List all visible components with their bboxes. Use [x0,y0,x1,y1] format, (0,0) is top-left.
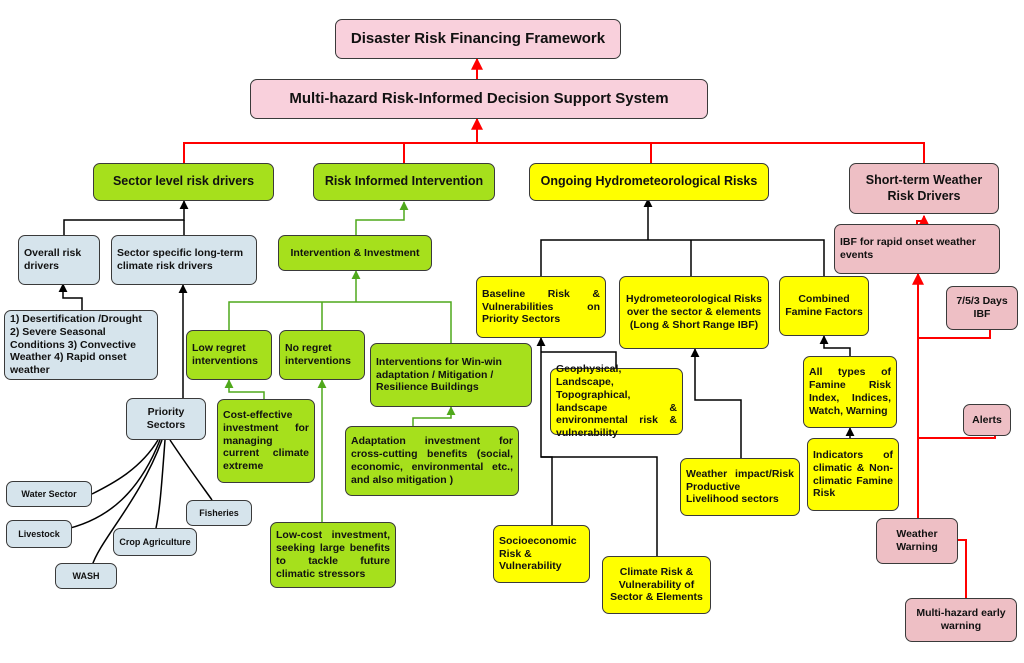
arrow-to-risk-informed [355,201,409,235]
node-sector-level-risk-drivers: Sector level risk drivers [93,163,274,201]
node-days-ibf: 7/5/3 Days IBF [946,286,1018,330]
node-drivers-list: 1) Desertification /Drought 2) Severe Se… [4,310,158,380]
arrow-to-low-regret [224,379,265,399]
node-weather-impact: Weather impact/Risk Productive Livelihoo… [680,458,800,516]
arrow-to-hydro [690,348,742,458]
node-alerts: Alerts [963,404,1011,436]
node-disaster-risk-financing: Disaster Risk Financing Framework [335,19,621,59]
node-famine-risk-index: All types of Famine Risk Index, Indices,… [803,356,897,428]
node-multi-hazard-early-warning: Multi-hazard early warning [905,598,1017,642]
node-geophysical-risk: Geophysical, Landscape, Topographical, l… [550,363,683,439]
node-overall-risk-drivers: Overall risk drivers [18,235,100,285]
node-priority-sectors: Priority Sectors [126,398,206,440]
curve-crop [155,439,166,529]
green-connectors [224,201,456,522]
node-risk-informed-intervention: Risk Informed Intervention [313,163,495,201]
curve-wash [91,439,163,567]
node-sector-specific-drivers: Sector specific long-term climate risk d… [111,235,257,285]
node-decision-support-system: Multi-hazard Risk-Informed Decision Supp… [250,79,708,119]
node-combined-famine-factors: Combined Famine Factors [779,276,869,336]
node-short-term-weather-risk-drivers: Short-term Weather Risk Drivers [849,163,999,214]
node-baseline-risk: Baseline Risk & Vulnerabilities on Prior… [476,276,606,338]
node-ongoing-hydrometeorological-risks: Ongoing Hydrometeorological Risks [529,163,769,201]
node-low-regret: Low regret interventions [186,330,272,380]
node-fisheries: Fisheries [186,500,252,526]
node-win-win-interventions: Interventions for Win-win adaptation / M… [370,343,532,407]
node-climate-risk-vulnerability: Climate Risk & Vulnerability of Sector &… [602,556,711,614]
arrow-to-win-win [412,406,456,426]
curve-water [91,439,159,495]
arrow-to-overall [58,283,83,310]
node-hydrometeorological-risks-sector: Hydrometeorological Risks over the secto… [619,276,769,349]
node-no-regret: No regret interventions [279,330,365,380]
node-livestock: Livestock [6,520,72,548]
curve-livestock [61,439,161,531]
arrow-to-famine [819,335,851,356]
node-intervention-investment: Intervention & Investment [278,235,432,271]
node-low-cost-investment: Low-cost investment, seeking large benef… [270,522,396,588]
node-wash: WASH [55,563,117,589]
arrow-ibf-to-short-term [916,214,930,227]
node-cost-effective-investment: Cost-effective investment for managing c… [217,399,315,483]
bus-top-categories [183,142,925,163]
node-crop-agriculture: Crop Agriculture [113,528,197,556]
arrow-to-sector-level [63,200,189,235]
node-famine-indicators: Indicators of climatic & Non-climatic Fa… [807,438,899,511]
bus-drops [403,143,652,163]
node-ibf-rapid-onset: IBF for rapid onset weather events [834,224,1000,274]
node-weather-warning: Weather Warning [876,518,958,564]
black-connectors [58,198,855,567]
node-socioeconomic-risk: Socioeconomic Risk & Vulnerability [493,525,590,583]
node-water-sector: Water Sector [6,481,92,507]
curve-fisheries [169,439,213,501]
node-adaptation-investment: Adaptation investment for cross-cutting … [345,426,519,496]
